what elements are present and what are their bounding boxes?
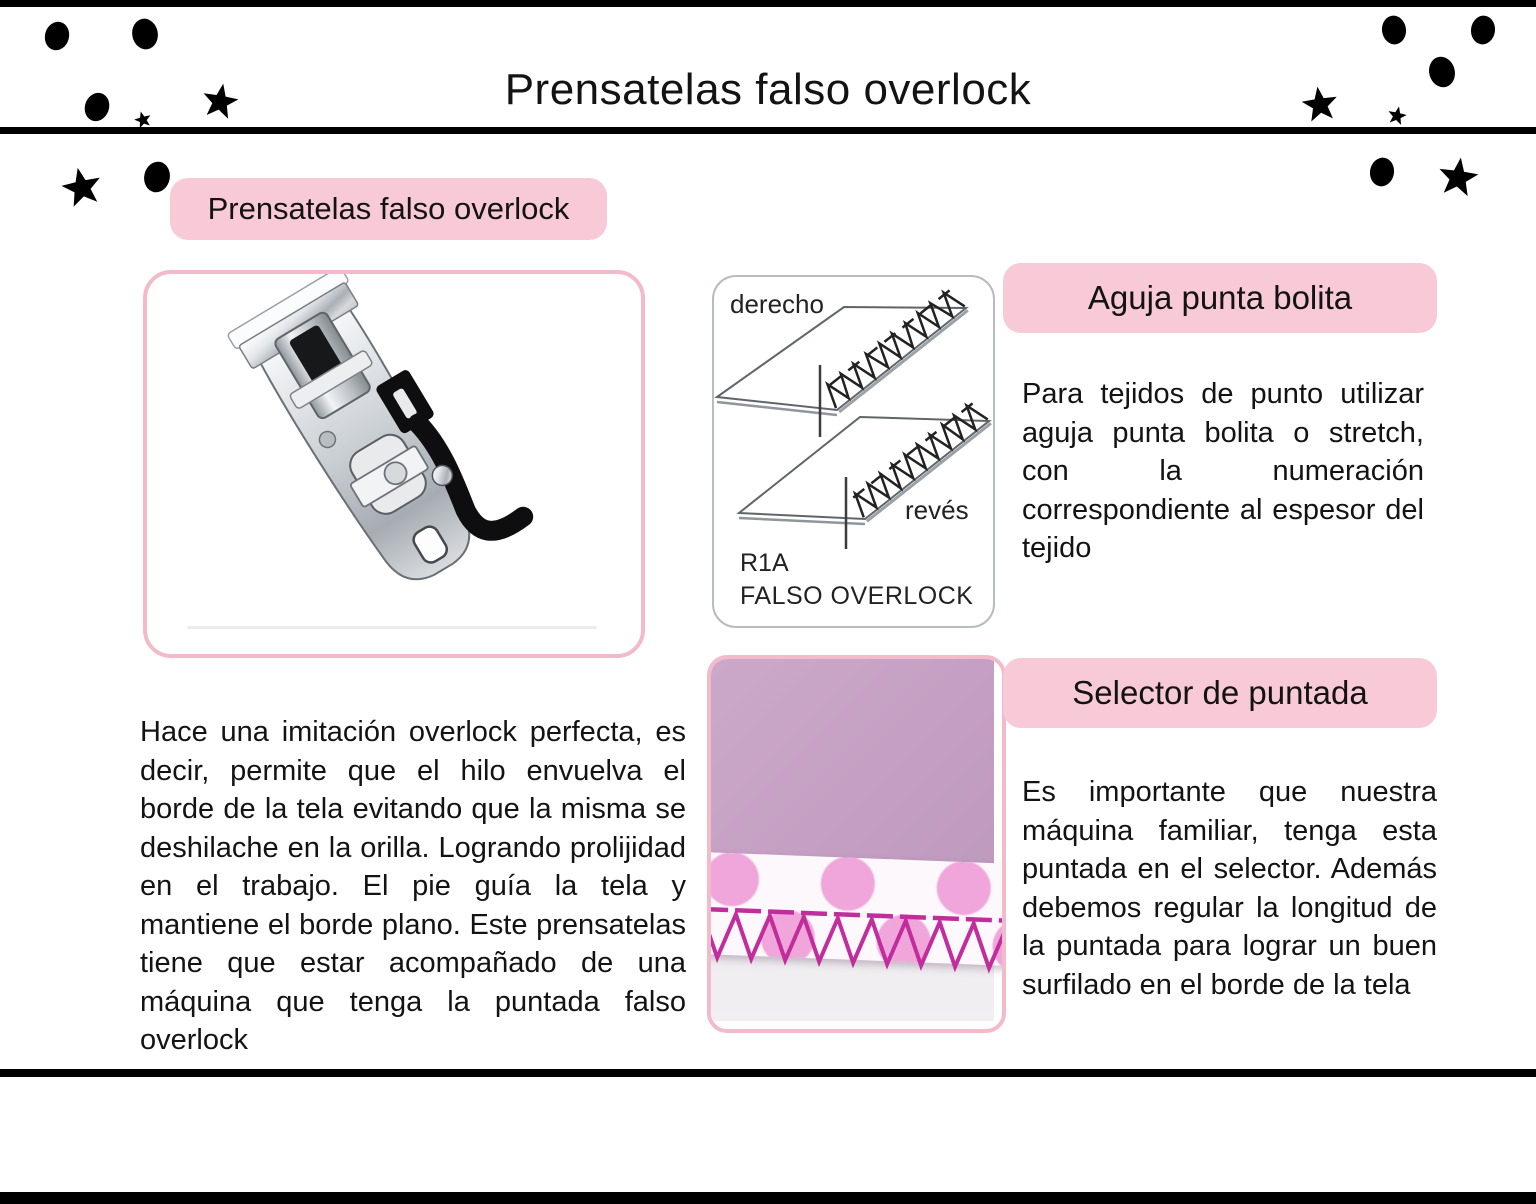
photo-floor-shadow <box>187 626 597 629</box>
bottom-rule-1 <box>0 1069 1536 1077</box>
stitch-diagram <box>714 289 992 549</box>
needle-section-header: Aguja punta bolita <box>1003 263 1437 333</box>
fabric-photo-frame <box>707 655 1006 1033</box>
photo-background <box>711 659 994 871</box>
section-title-label: Prensatelas falso overlock <box>207 191 570 226</box>
stitch-diagram-panel: derecho revés R1A FALSO OVERLOCK <box>712 275 995 628</box>
dot-icon <box>44 21 70 51</box>
selector-paragraph: Es importante que nuestra máquina famili… <box>1022 776 1437 1001</box>
star-icon <box>61 167 100 207</box>
fabric-stitch-photo <box>711 659 1002 1021</box>
dot-icon <box>132 18 158 50</box>
top-rule <box>0 0 1536 7</box>
selector-section-header: Selector de puntada <box>1003 658 1437 728</box>
bottom-rule-2 <box>0 1192 1536 1204</box>
dot-icon <box>1381 15 1407 45</box>
dot-icon <box>1470 15 1496 45</box>
presser-foot-photo-frame <box>143 270 645 658</box>
diagram-label-reves: revés <box>905 495 969 525</box>
star-icon <box>1439 157 1479 197</box>
needle-section-title: Aguja punta bolita <box>1087 279 1353 316</box>
description-paragraph: Hace una imitación overlock perfecta, es… <box>140 716 686 1056</box>
needle-paragraph: Para tejidos de punto utilizar aguja pun… <box>1022 378 1424 564</box>
section-title-pill: Prensatelas falso overlock <box>170 178 607 240</box>
diagram-code-name: FALSO OVERLOCK <box>740 582 974 610</box>
header-rule <box>0 127 1536 134</box>
overlock-stitch-graphic <box>711 906 1002 974</box>
diagram-code: R1A <box>740 549 789 577</box>
page-title: Prensatelas falso overlock <box>504 65 1032 115</box>
dot-icon <box>1369 157 1395 187</box>
diagram-label-derecho: derecho <box>730 289 824 319</box>
presser-foot-photo <box>227 274 534 581</box>
selector-section-title: Selector de puntada <box>1072 674 1368 711</box>
